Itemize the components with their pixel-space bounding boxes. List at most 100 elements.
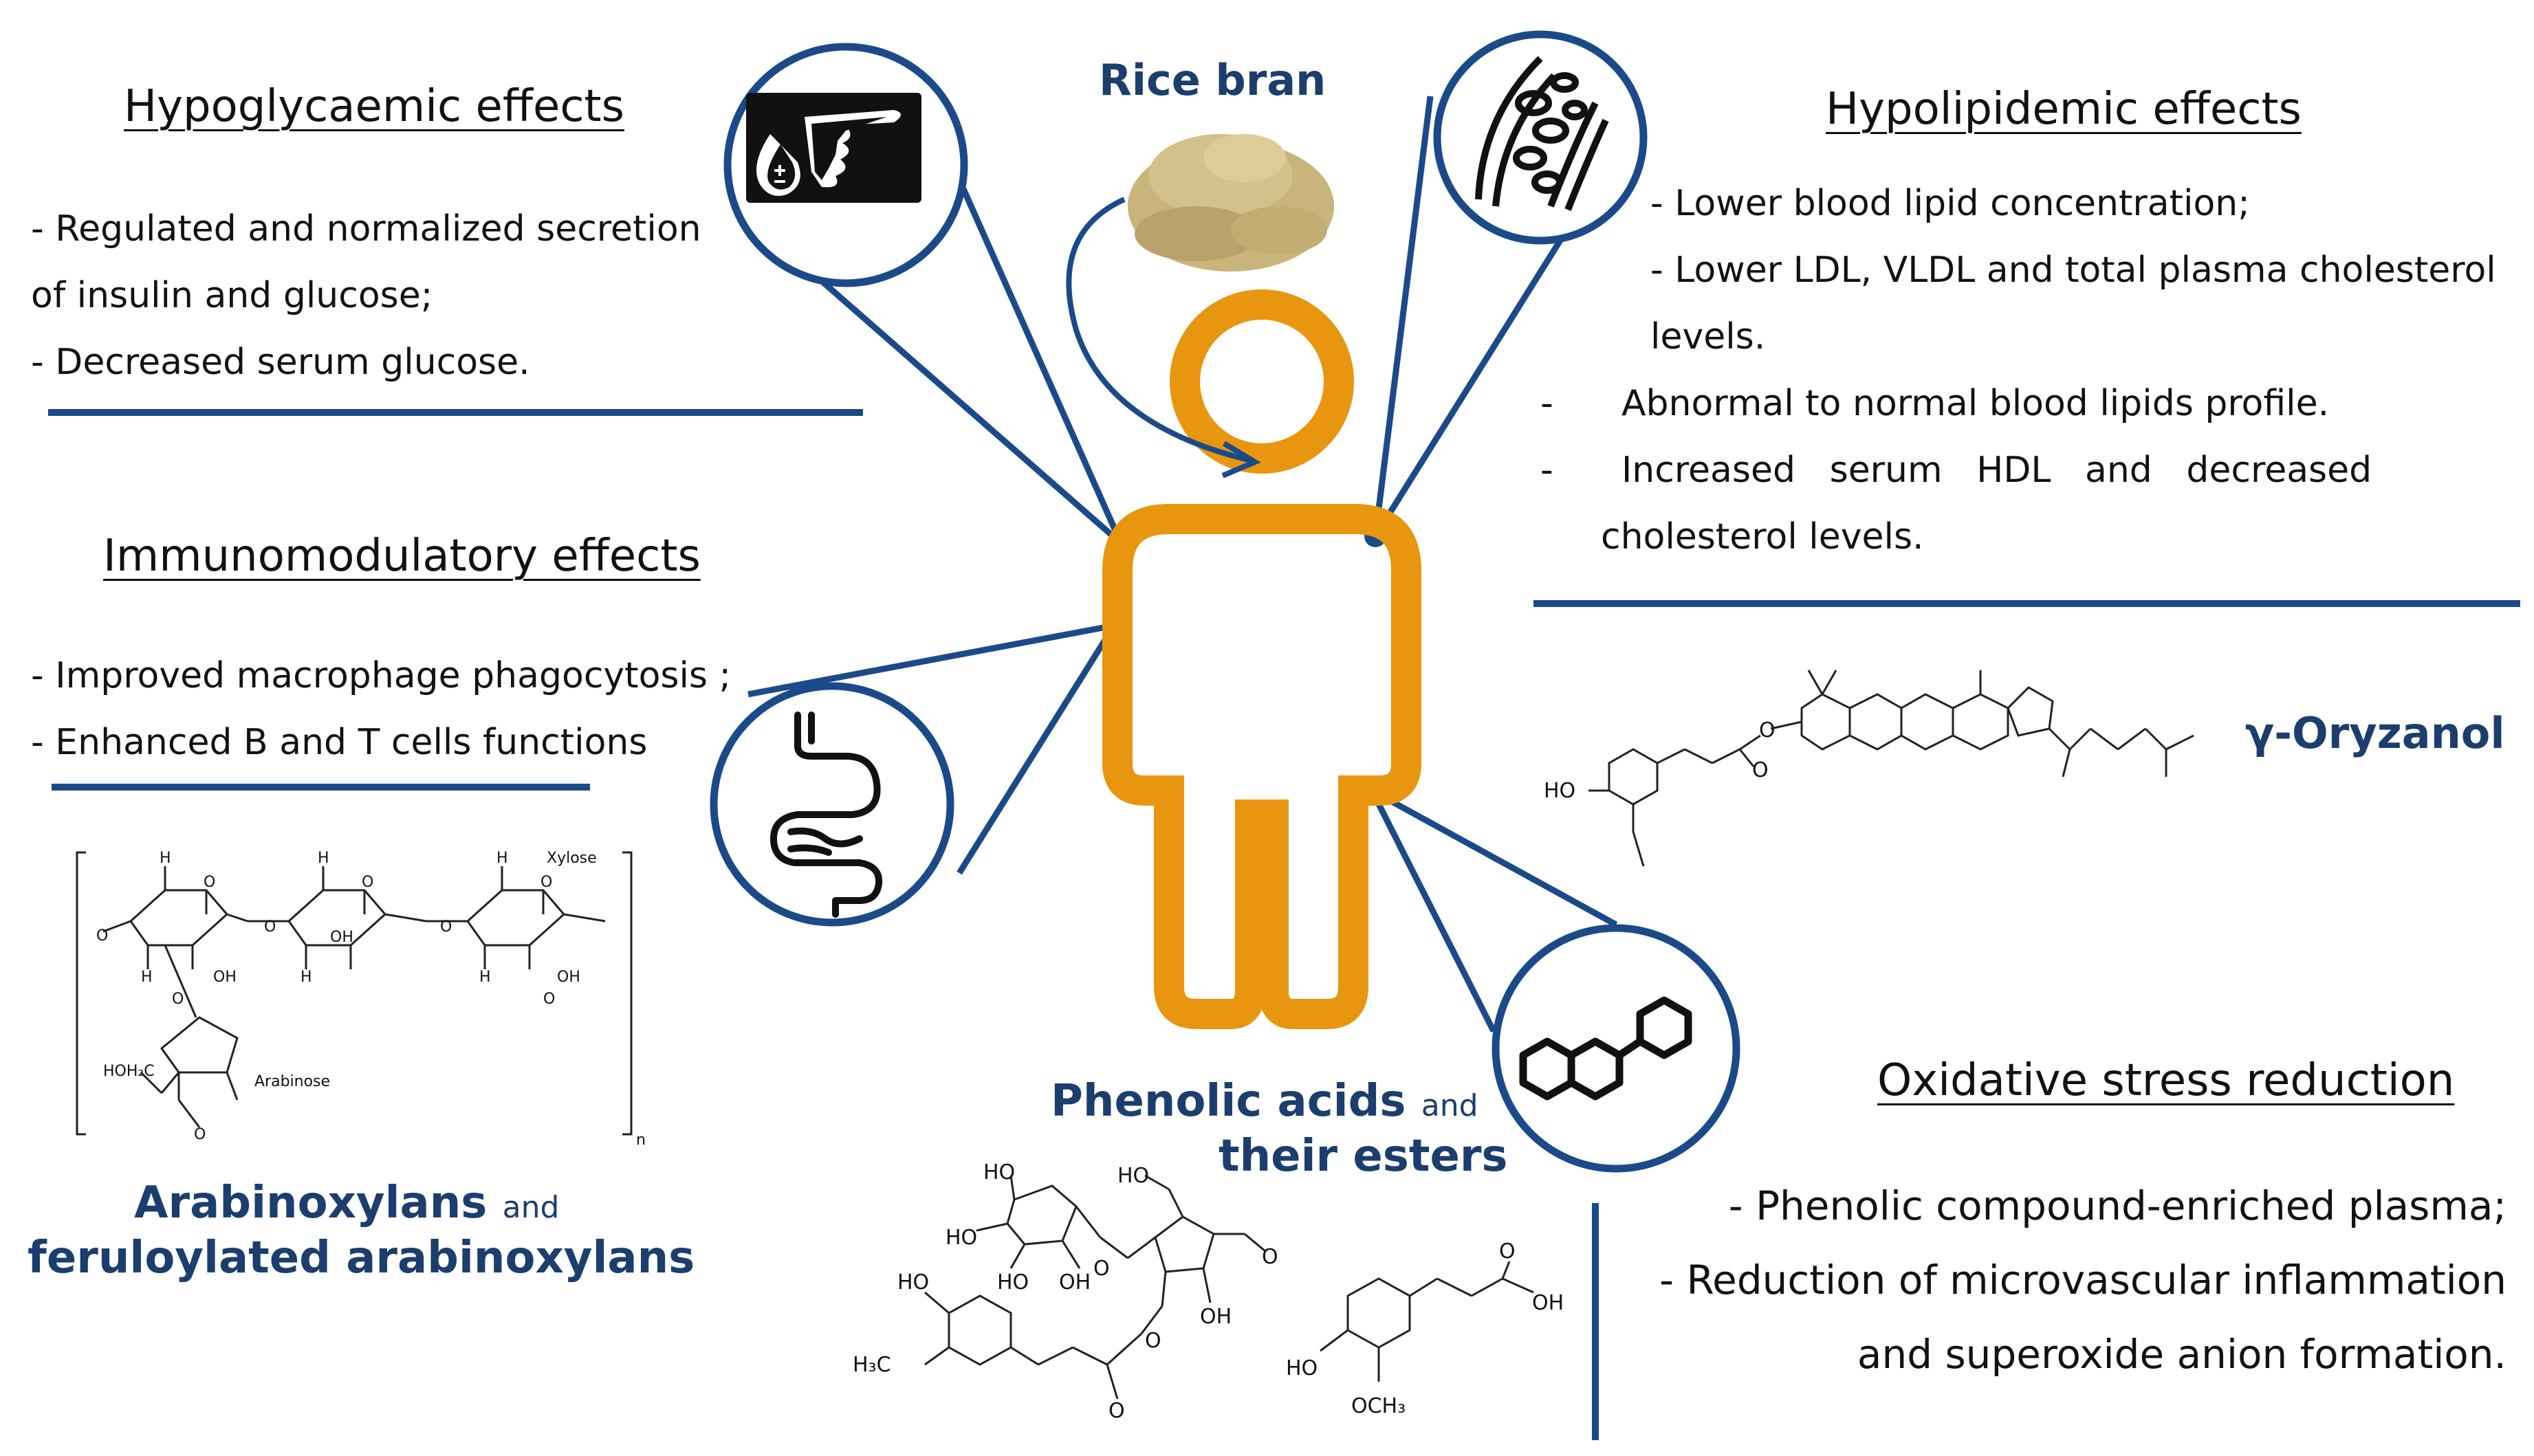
connector-lines xyxy=(747,96,1618,1033)
rice-bran-arrow-path xyxy=(1066,197,1252,463)
o-label-xylose-bottom: O xyxy=(543,991,555,1008)
ho-label-phenyl: HO xyxy=(897,1270,929,1294)
oxidative-bullet-2: - Reduction of microvascular inflammatio… xyxy=(1659,1257,2506,1303)
hoh2c-label: HOH₂C xyxy=(103,1063,155,1080)
connector-immuno-lower xyxy=(957,624,1117,875)
arabinose-label: Arabinose xyxy=(254,1073,330,1090)
hypolipidemic-bullet-4: - Abnormal to normal blood lipids profil… xyxy=(1540,383,2330,424)
hypoglycaemic-bullets: - Regulated and normalized secretion of … xyxy=(31,196,701,396)
h-label-4: H xyxy=(141,969,153,986)
oryzanol-carbonyl-o-label: O xyxy=(1752,758,1769,782)
hypolipidemic-bullet-5: - Increased serum HDL and decreased xyxy=(1540,450,2372,491)
o-label-link-right: O xyxy=(440,918,452,936)
oryzanol-ho-label: HO xyxy=(1544,779,1575,803)
oxidative-heading: Oxidative stress reduction xyxy=(1877,1055,2455,1106)
phenolic-structure-labels: HO HO HO OH HO OH O HO H₃C O O O HO OCH₃… xyxy=(853,1160,1564,1423)
o-label-3: O xyxy=(540,874,552,891)
phenolic-esters-label: their esters xyxy=(1219,1131,1508,1182)
o-label-ester-carbonyl: O xyxy=(1108,1399,1125,1423)
oxidative-bullets: - Phenolic compound-enriched plasma; - R… xyxy=(1659,1169,2506,1391)
ring-structure-icon xyxy=(1519,996,1692,1101)
hypoglycaemic-bullet-1: - Regulated and normalized secretion xyxy=(31,208,701,250)
connector-oxidative-upper xyxy=(1370,788,1618,927)
o-label-ferulic-carbonyl: O xyxy=(1499,1239,1516,1264)
rice-bran-pile-icon xyxy=(1128,134,1334,272)
phenolic-acids-label: Phenolic acids xyxy=(1051,1076,1406,1127)
repeat-n-label: n xyxy=(636,1132,646,1149)
arabinoxylan-structure xyxy=(76,851,633,1136)
h-label-1: H xyxy=(160,850,171,867)
icon-circle-hypolipidemic xyxy=(1433,30,1648,245)
connection-dots xyxy=(1103,525,1386,802)
h-label-6: H xyxy=(479,969,491,986)
hypolipidemic-bullet-6: cholesterol levels. xyxy=(1601,516,1924,558)
o-label-arabinose-link: O xyxy=(172,991,184,1008)
rice-bran-label: Rice bran xyxy=(1099,55,1326,105)
hypoglycaemic-bullet-2: of insulin and glucose; xyxy=(31,275,433,316)
o-label-arabinose-bottom: O xyxy=(194,1126,206,1143)
figure-head xyxy=(1170,289,1354,474)
human-figure-icon xyxy=(1102,289,1421,1029)
rice-bran-arrow xyxy=(1066,197,1261,478)
h3co-label-phenyl: H₃C xyxy=(853,1353,891,1377)
h-label-5: H xyxy=(301,969,312,986)
artery-plaque-icon xyxy=(1475,56,1609,211)
oh-label-fructose: OH xyxy=(1200,1305,1232,1329)
oxidative-bullet-1: - Phenolic compound-enriched plasma; xyxy=(1728,1182,2506,1229)
intestine-icon xyxy=(770,712,883,918)
oh-label-glucose-bottom: OH xyxy=(1059,1270,1091,1294)
o-label-fructose-right: O xyxy=(1262,1245,1278,1269)
hypolipidemic-bullets: - Lower blood lipid concentration; - Low… xyxy=(1540,170,2496,571)
oryzanol-label: γ-Oryzanol xyxy=(2245,708,2505,758)
o-label-1: O xyxy=(204,874,215,891)
icon-circle-hypoglycaemic xyxy=(723,43,968,287)
connector-hypolipidemic-left xyxy=(1372,96,1434,537)
connector-hypolipidemic-right xyxy=(1373,204,1584,538)
hypolipidemic-bullet-3: levels. xyxy=(1650,316,1766,357)
phenolic-ester-structure xyxy=(924,1174,1266,1400)
oh-label-1: OH xyxy=(213,969,237,986)
icon-circle-immunomodulatory xyxy=(710,682,954,927)
divider-lines xyxy=(48,409,2520,1440)
o-label-2: O xyxy=(362,874,373,891)
arabinoxylan-structure-labels: Xylose Arabinose HOH₂C n H H H O O O O O… xyxy=(96,850,646,1149)
oxidative-bullet-3: and superoxide anion formation. xyxy=(1857,1331,2506,1378)
connector-hypoglycaemic-lower xyxy=(775,239,1123,546)
ho-label-glucose-bottom: HO xyxy=(997,1270,1029,1294)
ho-label-glucose-left: HO xyxy=(946,1226,977,1250)
blood-drop-hand-icon xyxy=(746,93,921,203)
oh-label-3: OH xyxy=(557,969,580,986)
hypoglycaemic-heading: Hypoglycaemic effects xyxy=(124,81,624,132)
immunomodulatory-bullet-1: - Improved macrophage phagocytosis ; xyxy=(31,655,732,696)
oh-label-ferulic-acid: OH xyxy=(1532,1291,1564,1315)
o-label-link-left: O xyxy=(96,927,108,945)
phenolic-and-label: and xyxy=(1421,1088,1478,1123)
hypolipidemic-bullet-2: - Lower LDL, VLDL and total plasma chole… xyxy=(1650,250,2496,291)
arabinoxylans-label: Arabinoxylans xyxy=(134,1178,488,1228)
icon-circle-oxidative xyxy=(1492,924,1740,1173)
rice-bran-arrowhead xyxy=(1221,441,1261,478)
o-label-glycosidic: O xyxy=(1093,1257,1110,1281)
h-label-3: H xyxy=(496,850,508,867)
feruloylated-arabinoxylans-label: feruloylated arabinoxylans xyxy=(28,1233,695,1283)
oh-label-2: OH xyxy=(330,929,353,946)
phenolic-label-line-1: Phenolic acids and xyxy=(1051,1076,1478,1127)
connector-hypoglycaemic-upper xyxy=(952,170,1124,544)
figure-body xyxy=(1102,504,1421,1029)
ferulic-acid-structure xyxy=(1320,1261,1534,1382)
arabinoxylan-label-line-1: Arabinoxylans and xyxy=(134,1178,559,1228)
oryzanol-ester-o-label: O xyxy=(1759,718,1776,742)
arabinoxylan-and-label: and xyxy=(502,1190,560,1225)
o-label-ester-link: O xyxy=(1145,1329,1161,1353)
och3-label-ferulic: OCH₃ xyxy=(1351,1394,1406,1418)
connector-immuno-upper xyxy=(747,622,1115,698)
hypoglycaemic-bullet-3: - Decreased serum glucose. xyxy=(31,342,530,383)
immunomodulatory-bullet-2: - Enhanced B and T cells functions xyxy=(31,722,648,763)
h-label-2: H xyxy=(318,850,329,867)
ho-label-ferulic: HO xyxy=(1286,1356,1318,1380)
hypolipidemic-heading: Hypolipidemic effects xyxy=(1826,84,2302,135)
xylose-label: Xylose xyxy=(547,850,597,867)
hypolipidemic-bullet-1: - Lower blood lipid concentration; xyxy=(1650,183,2250,224)
oryzanol-structure xyxy=(1588,670,2194,867)
